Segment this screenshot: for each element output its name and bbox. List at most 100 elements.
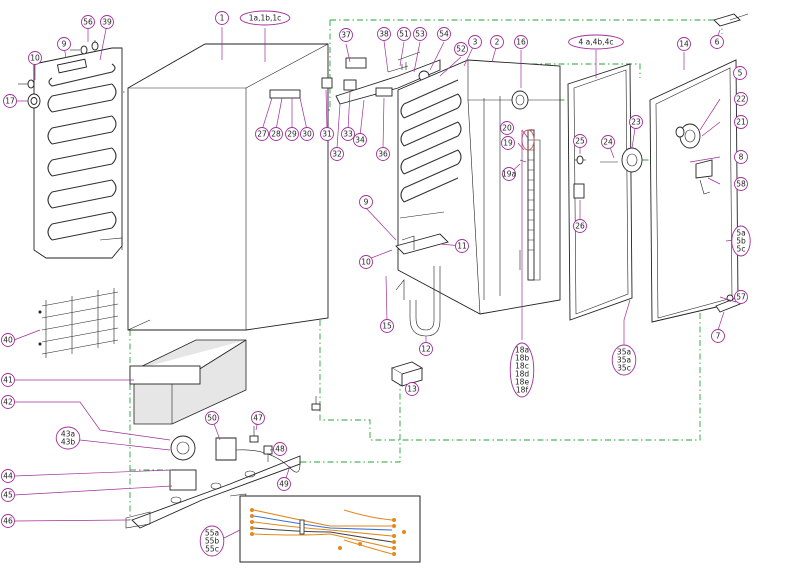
callout-marker: [734, 150, 748, 164]
callout-text: 40: [3, 336, 13, 345]
callout-marker: [733, 66, 747, 80]
callout-10b: 10: [359, 255, 373, 269]
callout-text: 39: [102, 18, 112, 27]
callout-text: 10: [30, 54, 40, 63]
callout-marker: [514, 35, 528, 49]
callout-text: 34: [355, 136, 365, 145]
leader-lines: [10, 23, 741, 542]
callout-11: 11: [455, 239, 469, 253]
condenser-coil: [33, 47, 123, 259]
callout-45: 45: [1, 488, 15, 502]
callout-9b: 9: [359, 195, 373, 209]
callout-text: 43b: [61, 438, 76, 447]
callout-text: 42: [3, 398, 13, 407]
callout-text: 25: [575, 137, 585, 146]
callout-marker: [629, 115, 643, 129]
callout-33: 33: [341, 127, 355, 141]
callout-text: 54: [439, 30, 449, 39]
callout-marker: [359, 255, 373, 269]
callout-text: 28: [271, 130, 281, 139]
callout-text: 52: [456, 45, 466, 54]
callout-text: 57: [736, 293, 746, 302]
callout-marker: [1, 469, 15, 483]
callout-27: 27: [255, 127, 269, 141]
callout-6: 6: [710, 35, 724, 49]
callout-text: 30: [302, 130, 312, 139]
callout-marker: [397, 27, 411, 41]
callout-text: 37: [341, 31, 351, 40]
callout-marker: [711, 329, 725, 343]
thermostat-strip: [519, 129, 535, 281]
callout-marker: [255, 127, 269, 141]
callout-text: 21: [736, 118, 746, 127]
callout-38: 38: [377, 27, 391, 41]
callout-text: 9: [62, 40, 67, 49]
wiring-harness-inset: [239, 495, 421, 563]
callout-marker: [509, 342, 535, 398]
callout-1abc: 1a,1b,1c: [239, 10, 291, 26]
callout-4abc: 4 a,4b,4c: [568, 34, 624, 50]
callout-text: 32: [332, 150, 342, 159]
callout-marker: [734, 290, 748, 304]
callout-text: 35a: [617, 356, 631, 365]
callout-10a: 10: [28, 51, 42, 65]
callout-32: 32: [330, 147, 344, 161]
callout-marker: [573, 134, 587, 148]
callout-marker: [501, 136, 515, 150]
callout-text: 3: [473, 38, 478, 47]
callout-marker: [573, 219, 587, 233]
callout-marker: [734, 177, 748, 191]
callout-text: 12: [421, 345, 431, 354]
callout-marker: [734, 115, 748, 129]
callout-text: 20: [502, 124, 512, 133]
callout-17: 17: [3, 94, 17, 108]
callout-marker: [490, 35, 504, 49]
callout-marker: [1, 514, 15, 528]
callout-47: 47: [251, 411, 265, 425]
callout-5: 5: [733, 66, 747, 80]
callout-12: 12: [419, 342, 433, 356]
callout-49: 49: [277, 477, 291, 491]
callout-marker: [502, 167, 516, 181]
cabinet-body: [127, 43, 329, 331]
grill-part: [38, 288, 119, 358]
callout-text: 55c: [205, 545, 219, 554]
callout-57: 57: [734, 290, 748, 304]
callout-marker: [300, 127, 314, 141]
callout-marker: [81, 15, 95, 29]
callout-text: 5: [738, 69, 743, 78]
callout-21: 21: [734, 115, 748, 129]
callout-text: 47: [253, 414, 263, 423]
callout-31: 31: [320, 127, 334, 141]
callout-29: 29: [285, 127, 299, 141]
callout-marker: [57, 37, 71, 51]
callout-39: 39: [100, 15, 114, 29]
callout-1: 1: [215, 11, 229, 25]
callout-marker: [215, 11, 229, 25]
callout-58: 58: [734, 177, 748, 191]
callout-text: 1a,1b,1c: [249, 14, 282, 23]
callout-marker: [330, 147, 344, 161]
callout-text: 51: [399, 30, 409, 39]
callout-marker: [419, 342, 433, 356]
callout-text: 10: [361, 258, 371, 267]
callout-marker: [273, 442, 287, 456]
callout-marker: [1, 333, 15, 347]
drain-tube-assembly: [390, 233, 449, 387]
callout-marker: [454, 42, 468, 56]
callout-text: 5b: [736, 237, 746, 246]
callout-marker: [731, 225, 751, 257]
callout-13: 13: [405, 382, 419, 396]
callout-text: 56: [83, 18, 93, 27]
base-compartment: [129, 339, 247, 425]
callout-marker: [285, 127, 299, 141]
callout-marker: [341, 127, 355, 141]
callout-41: 41: [1, 373, 15, 387]
callout-text: 14: [679, 40, 689, 49]
callout-text: 1: [220, 14, 225, 23]
callout-marker: [277, 477, 291, 491]
callout-marker: [28, 51, 42, 65]
